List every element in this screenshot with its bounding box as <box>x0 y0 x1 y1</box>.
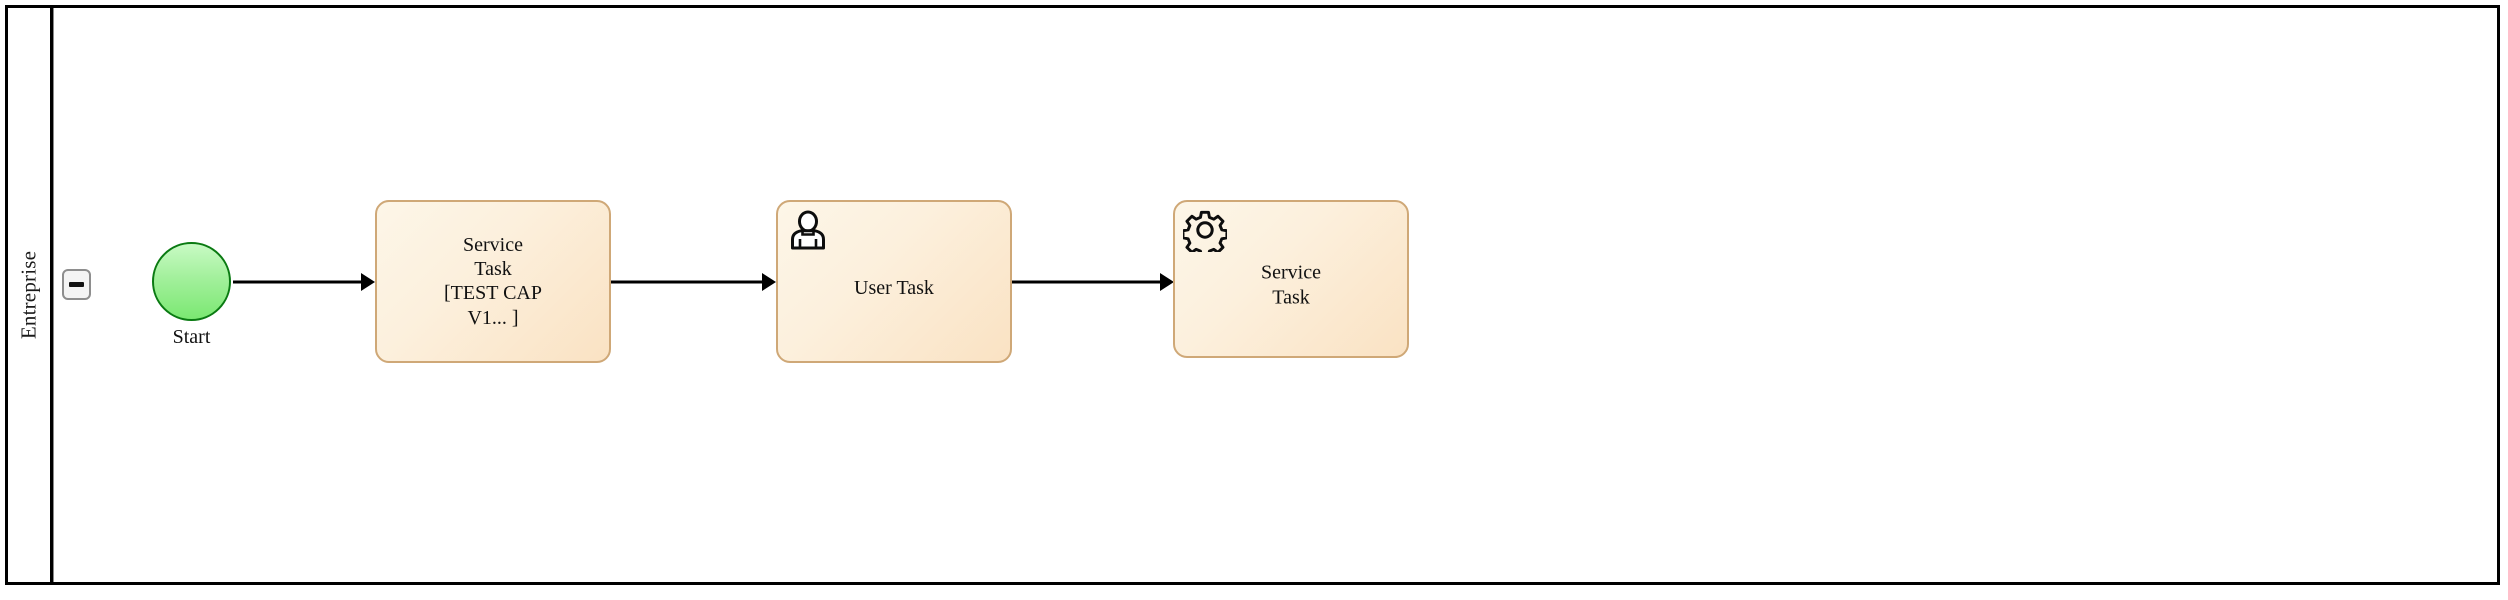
task-service-label: Service Task <box>1261 261 1321 309</box>
start-event-label: Start <box>172 326 211 348</box>
gear-icon <box>1183 208 1227 252</box>
start-event-circle <box>152 242 231 321</box>
lane-header: Entreprise <box>8 8 53 582</box>
lane-collapse-button[interactable] <box>62 269 91 300</box>
task-user-label: User Task <box>854 276 934 299</box>
user-icon <box>786 208 830 252</box>
pool-entreprise[interactable]: Entreprise <box>5 5 2500 585</box>
task-service-test-cap[interactable]: Service Task [TEST CAP V1... ] <box>375 200 611 363</box>
start-event[interactable] <box>152 242 231 321</box>
task-service-test-cap-label: Service Task [TEST CAP V1... ] <box>444 233 542 329</box>
sequence-flow-1[interactable] <box>233 270 375 294</box>
lane-title: Entreprise <box>16 250 41 340</box>
sequence-flow-2[interactable] <box>611 270 776 294</box>
task-service[interactable]: Service Task <box>1173 200 1409 358</box>
task-user[interactable]: User Task <box>776 200 1012 363</box>
minus-icon <box>69 282 84 287</box>
sequence-flow-3[interactable] <box>1012 270 1174 294</box>
